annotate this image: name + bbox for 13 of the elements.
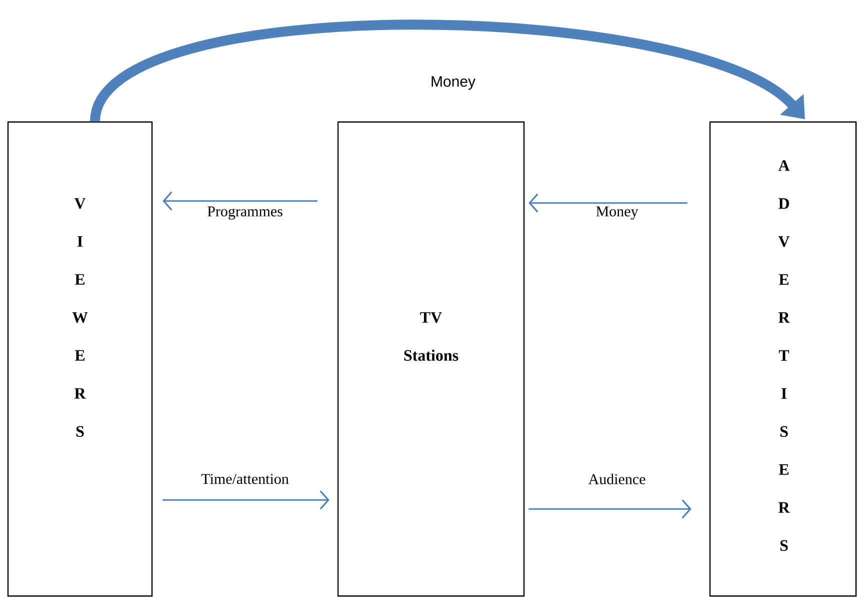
arrow bbox=[90, 20, 805, 124]
arrow bbox=[528, 193, 688, 213]
edge-label: Money bbox=[430, 75, 477, 91]
column-label: TV Stations bbox=[404, 312, 458, 361]
arrow bbox=[162, 490, 330, 510]
column-label: A D V E R T I S E R S bbox=[778, 160, 790, 551]
edge-label: Programmes bbox=[206, 205, 284, 221]
arrow bbox=[162, 191, 318, 211]
edge-label: Money bbox=[594, 205, 640, 221]
column-label: V I E W E R S bbox=[72, 198, 88, 437]
edge-label: Time/attention bbox=[200, 472, 290, 486]
arrow bbox=[528, 499, 692, 519]
edge-label: Audience bbox=[587, 472, 647, 486]
